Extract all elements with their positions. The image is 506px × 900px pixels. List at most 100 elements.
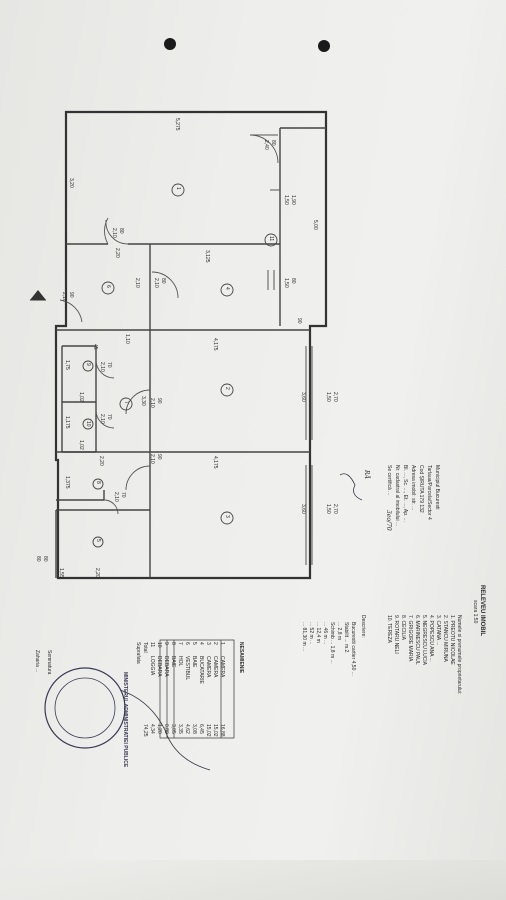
door-arcs bbox=[59, 134, 279, 515]
table-cell-area: 3,05 bbox=[170, 724, 176, 734]
signature-label: Semnatura bbox=[46, 650, 52, 675]
table-cell-area: 6,45 bbox=[198, 724, 204, 734]
dim-220a: 2,20 bbox=[114, 248, 120, 258]
punch-hole-left bbox=[164, 38, 176, 50]
header-line-7: Se certifică ... bbox=[386, 465, 392, 496]
note-8: ... 81,30 m ... bbox=[301, 622, 307, 652]
room-number-11: 11 bbox=[268, 236, 274, 242]
dim-70-210-c: 70 2,10 bbox=[113, 492, 126, 502]
dim-320: 3,20 bbox=[68, 178, 74, 188]
table-cell-room: CAMERA bbox=[212, 656, 218, 678]
room-number-4: 4 bbox=[224, 287, 230, 290]
table-cell-room: CAMERA bbox=[205, 656, 211, 678]
table-cell-room: BUCATARIE bbox=[198, 656, 204, 684]
owner-5: 5. NEGRESCU LUCIA bbox=[421, 615, 427, 666]
table-cell-no: 6 bbox=[184, 642, 190, 645]
stamp-text: MINISTERUL ADMINISTRATIEI PUBLICE bbox=[122, 672, 128, 768]
header-line-5: Bl. ..., Sc. ..., Et. ..., Ap. ... bbox=[402, 465, 408, 522]
dim-102-a: 1,02 bbox=[78, 392, 84, 402]
note-5: ... 46 m ... bbox=[322, 622, 328, 645]
table-cell-no: 11 bbox=[149, 642, 155, 648]
owner-3: 3. CATANA ... bbox=[435, 615, 441, 646]
owner-9: 9. ROTARU NELI bbox=[393, 615, 399, 654]
room-number-6: 6 bbox=[105, 285, 111, 288]
dim-270-150-b: 2,70 1,50 bbox=[325, 504, 338, 514]
table-cell-room: CAMERA bbox=[219, 656, 225, 678]
signature-scribble bbox=[119, 473, 363, 771]
dim-70-210-b: 70 2,10 bbox=[99, 414, 112, 424]
header-line-6: Nr. cadastral al imobilului ... bbox=[394, 465, 400, 527]
table-cell-area: 4,34 bbox=[149, 724, 155, 734]
owner-2: 2. STANCU MIRUNA bbox=[442, 615, 448, 662]
dim-80-210-a: 80 2,10 bbox=[111, 228, 124, 238]
table-total-value: 74,25 bbox=[142, 724, 148, 737]
table-cell-room: DEBARA bbox=[163, 656, 169, 677]
header-line-4: Adresa imobil: str. ... bbox=[410, 465, 416, 511]
owner-4: 4. POPESCU ANA ... bbox=[428, 615, 434, 662]
dim-1175: 1,175 bbox=[64, 416, 70, 429]
room-number-5: 5 bbox=[95, 539, 101, 542]
table-cell-no: 3 bbox=[205, 642, 211, 645]
dim-80-210-b: 80 2,10 bbox=[153, 278, 166, 288]
header-line-3: Cod ȘIRUTA 179 132 bbox=[418, 465, 424, 513]
dim-4175-b: 4,175 bbox=[212, 456, 218, 469]
owner-6: 6. MARINESCU PAUL bbox=[414, 615, 420, 665]
table-cell-area: 1,20 bbox=[156, 724, 162, 734]
handwritten-initials: RĂ bbox=[363, 470, 370, 479]
official-stamp bbox=[44, 667, 126, 749]
table-cell-room: BAIE bbox=[191, 656, 197, 668]
document-scale: scara 1:50 bbox=[472, 600, 478, 624]
owner-10: 10. TEREZA bbox=[386, 615, 392, 643]
signatory-name: Zaharia ... bbox=[34, 650, 40, 673]
area-table-grid bbox=[159, 639, 235, 739]
table-heading: NESAMIENIE bbox=[238, 642, 244, 674]
note-1: Bucurestii cartier 4,50 ... bbox=[350, 622, 356, 676]
dim-5275: 5,275 bbox=[174, 118, 180, 131]
owner-7: 7. GRIGORE MARIA bbox=[407, 615, 413, 662]
owner-8: 8. CECILIA bbox=[400, 615, 406, 641]
dim-102-b: 1,02 bbox=[78, 440, 84, 450]
table-cell-room: BAIE bbox=[170, 656, 176, 668]
room-number-7: 7 bbox=[123, 401, 129, 404]
table-total-label: Total bbox=[142, 642, 148, 653]
table-cell-area: 3,35 bbox=[177, 724, 183, 734]
dim-80-240: 80 2,40 bbox=[263, 140, 276, 150]
table-cell-room: HOL bbox=[177, 656, 183, 667]
dim-1375: 1,375 bbox=[64, 476, 70, 489]
room-number-2: 2 bbox=[224, 387, 230, 390]
table-cell-area: 15,02 bbox=[212, 724, 218, 737]
table-cell-room: VESTIBUL bbox=[184, 656, 190, 681]
owner-1: 1. PREOTU NICOLAE bbox=[449, 615, 455, 665]
note-4: Schimb ... 1,8 m ... bbox=[329, 622, 335, 664]
dim-80-80: 80 80 bbox=[35, 556, 48, 562]
dim-220-c: 2,20 bbox=[94, 568, 100, 578]
handwritten-ref: 3eo/70 bbox=[385, 510, 392, 531]
table-cell-no: 7 bbox=[177, 642, 183, 645]
room-number-10: 10 bbox=[85, 421, 91, 427]
table-cell-no: 5 bbox=[191, 642, 197, 645]
room-number-3: 3 bbox=[224, 515, 230, 518]
dim-210: 2,10 bbox=[134, 278, 140, 288]
dim-360-a: 3,60 bbox=[300, 392, 306, 402]
dim-155: 1,55 bbox=[58, 568, 64, 578]
table-cell-no: 1 bbox=[219, 642, 225, 645]
room-number-8: 8 bbox=[95, 481, 101, 484]
notes-heading: Descriere: bbox=[360, 615, 366, 638]
dim-330: 3,30 bbox=[140, 396, 146, 406]
note-6: ... 12,4 m bbox=[315, 622, 321, 643]
dim-110: 1,10 bbox=[124, 334, 130, 344]
punch-hole-right bbox=[318, 40, 330, 52]
dim-4175-a: 4,175 bbox=[212, 338, 218, 351]
paper-edge bbox=[0, 860, 506, 900]
room-number-9: 9 bbox=[85, 363, 91, 366]
table-cell-area: 15,02 bbox=[205, 724, 211, 737]
dim-3125: 3,125 bbox=[204, 250, 210, 263]
owners-heading: Numele si prenumele proprietarului: bbox=[456, 615, 462, 695]
dim-190-150: 1,90 1,50 bbox=[283, 195, 296, 205]
table-cell-no: 8 bbox=[170, 642, 176, 645]
room-number-1: 1 bbox=[175, 187, 181, 190]
entrance-symbol bbox=[30, 290, 46, 301]
note-7: ... 52 m ... bbox=[308, 622, 314, 645]
dim-500: 5,00 bbox=[312, 220, 318, 230]
